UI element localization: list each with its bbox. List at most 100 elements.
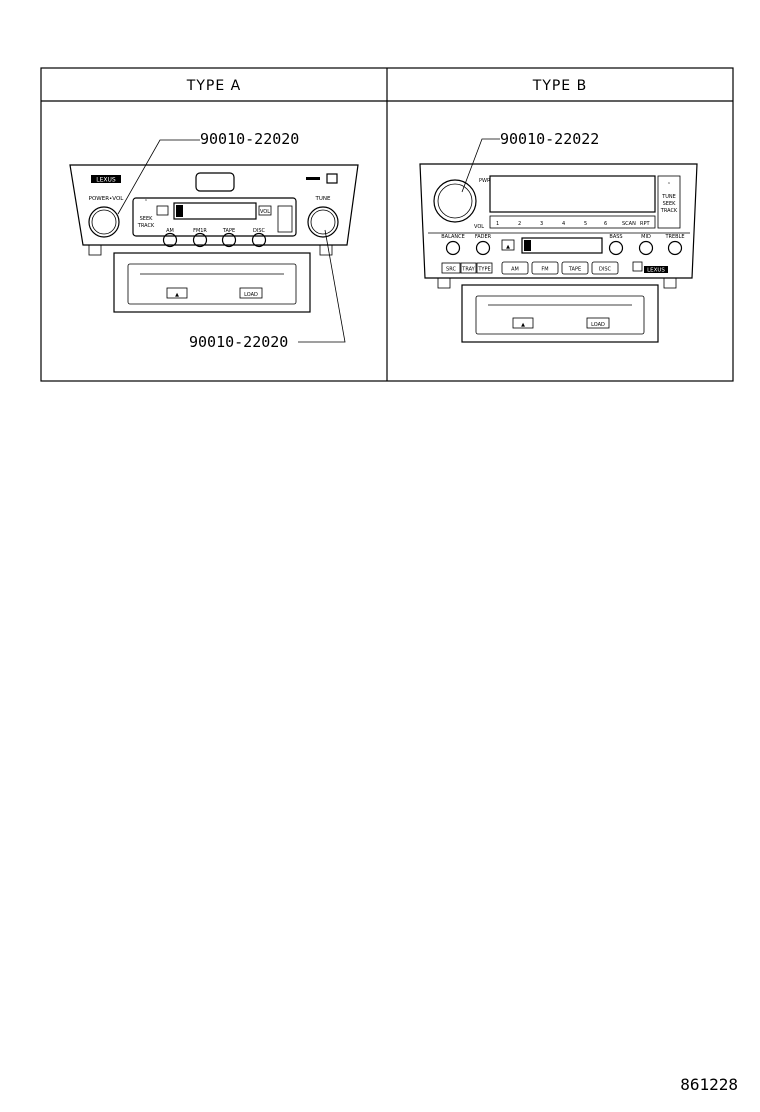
type-b-faceplate bbox=[419, 163, 698, 279]
type-b-bass-knob bbox=[608, 240, 624, 256]
type-b-am-label: AM bbox=[511, 267, 519, 273]
type-a-vol-button bbox=[258, 205, 272, 216]
type-b-part-upper: 90010-22022 bbox=[500, 130, 599, 148]
comparison-table: TYPE A TYPE B bbox=[40, 67, 734, 382]
type-b-brand-text: LEXUS bbox=[647, 268, 665, 274]
type-b-preset-3: 3 bbox=[540, 221, 543, 227]
type-b-cd-face bbox=[475, 295, 645, 335]
type-b-preset-5: 5 bbox=[584, 221, 587, 227]
type-b-seek-label: SEEK bbox=[663, 201, 676, 207]
type-b-tape-label: TAPE bbox=[568, 267, 581, 273]
type-a-cd-unit bbox=[113, 252, 311, 313]
type-b-tray-button bbox=[460, 262, 477, 274]
type-a-power-vol-knob bbox=[88, 206, 120, 238]
type-a-button-disc bbox=[251, 232, 267, 248]
type-b-cd-load-label: LOAD bbox=[591, 322, 605, 328]
type-b-left-bracket bbox=[437, 277, 451, 289]
header-type-a: TYPE A bbox=[186, 78, 241, 94]
type-a-part-lower: 90010-22020 bbox=[189, 333, 288, 351]
figure-reference-code: 861228 bbox=[680, 1075, 738, 1094]
type-a-cassette-door bbox=[176, 205, 183, 217]
type-b-balance-label: BALANCE bbox=[441, 234, 465, 240]
type-b-mid-knob bbox=[638, 240, 654, 256]
type-a-leader-lower bbox=[298, 229, 346, 343]
type-a-button-tape bbox=[221, 232, 237, 248]
type-b-cd-icon bbox=[632, 261, 643, 272]
type-b-eject-button bbox=[501, 239, 515, 251]
type-a-part-upper: 90010-22020 bbox=[200, 130, 299, 148]
type-a-right-keypad bbox=[277, 205, 293, 233]
type-b-presets: 1 2 3 4 5 6 SCAN RPT bbox=[496, 221, 650, 227]
type-b-cd-load bbox=[586, 317, 610, 329]
type-a-center-module bbox=[132, 197, 297, 237]
type-a-cd-load bbox=[239, 287, 263, 299]
type-b-preset-6: 6 bbox=[604, 221, 607, 227]
type-b-cassette-slot bbox=[521, 237, 603, 254]
type-a-cd-face bbox=[127, 263, 297, 305]
type-b-tune-label: TUNE bbox=[661, 194, 676, 200]
type-b-drawing: 1 2 3 4 5 6 SCAN RPT ⌃ TUNE SEEK TRACK P… bbox=[419, 130, 698, 343]
type-a-button-am bbox=[162, 232, 178, 248]
type-b-leader-upper bbox=[461, 138, 500, 193]
type-a-up-arrow-label: ⌃ bbox=[144, 199, 148, 205]
type-a-seek-label: SEEK bbox=[140, 216, 153, 222]
type-a-power-vol-label: POWER•VOL bbox=[89, 196, 125, 202]
type-b-bass-label: BASS bbox=[609, 234, 622, 240]
type-b-preset-bar bbox=[489, 215, 656, 229]
type-a-leader-upper bbox=[117, 139, 200, 215]
type-b-treble-knob bbox=[667, 240, 683, 256]
type-a-brand-text: LEXUS bbox=[96, 177, 116, 184]
type-b-eject-icon: ▲ bbox=[506, 244, 510, 250]
type-a-label-disc: DISC bbox=[253, 228, 265, 234]
type-a-eject-button bbox=[156, 205, 169, 216]
type-b-track-label: TRACK bbox=[660, 208, 678, 214]
type-b-fm-label: FM bbox=[541, 267, 548, 273]
type-b-disc-button bbox=[591, 261, 619, 275]
type-a-cassette-slot bbox=[173, 202, 257, 220]
type-b-cd-eject bbox=[512, 317, 534, 329]
type-b-cd-unit bbox=[461, 284, 659, 343]
type-b-display bbox=[489, 175, 656, 213]
type-b-tray-label: TRAY bbox=[461, 267, 475, 273]
type-a-right-bracket bbox=[319, 244, 333, 256]
type-b-seek-panel bbox=[657, 175, 681, 229]
type-a-vol-label: VOL bbox=[260, 209, 270, 215]
type-b-scan: SCAN bbox=[622, 221, 636, 227]
type-b-main-knob bbox=[433, 179, 477, 223]
type-a-cd-eject-icon: ▲ bbox=[175, 292, 179, 298]
type-a-track-label: TRACK bbox=[137, 223, 155, 229]
type-b-am-button bbox=[501, 261, 529, 275]
type-b-vol-label: VOL bbox=[474, 224, 484, 230]
type-a-tune-knob bbox=[307, 206, 339, 238]
type-b-treble-label: TREBLE bbox=[664, 234, 684, 240]
type-a-top-window bbox=[195, 172, 235, 192]
type-b-brand-badge bbox=[644, 266, 668, 273]
type-b-src-button bbox=[441, 262, 461, 274]
type-a-tune-knob-inner bbox=[310, 209, 336, 235]
type-a-cd-eject bbox=[166, 287, 188, 299]
type-b-right-bracket bbox=[663, 277, 677, 289]
type-a-drawing: LEXUS VOL ⌃ SEEK TRACK AM FM1R TAPE DISC… bbox=[69, 130, 359, 351]
type-a-power-vol-knob-inner bbox=[91, 209, 117, 235]
header-type-b: TYPE B bbox=[532, 78, 587, 94]
type-b-type-label: TYPE bbox=[477, 267, 490, 273]
type-b-fader-label: FADER bbox=[475, 234, 492, 240]
type-b-rpt: RPT bbox=[640, 221, 650, 227]
type-b-type-button bbox=[476, 262, 493, 274]
type-a-tune-label: TUNE bbox=[315, 196, 331, 202]
type-a-cd-load-label: LOAD bbox=[244, 292, 258, 298]
type-b-cd-eject-icon: ▲ bbox=[521, 322, 525, 328]
type-b-cassette-door bbox=[524, 240, 531, 251]
type-a-label-fm: FM1R bbox=[193, 228, 207, 234]
type-b-up-arrow: ⌃ bbox=[667, 182, 671, 188]
type-b-mid-label: MID bbox=[641, 234, 651, 240]
type-a-cd-icon bbox=[326, 173, 338, 184]
type-b-src-label: SRC bbox=[446, 267, 456, 273]
type-b-pwr-label: PWR bbox=[479, 178, 491, 184]
type-a-button-fm bbox=[192, 232, 208, 248]
type-b-preset-1: 1 bbox=[496, 221, 499, 227]
type-b-main-knob-inner bbox=[437, 183, 473, 219]
type-b-tape-button bbox=[561, 261, 589, 275]
type-a-left-bracket bbox=[88, 244, 102, 256]
